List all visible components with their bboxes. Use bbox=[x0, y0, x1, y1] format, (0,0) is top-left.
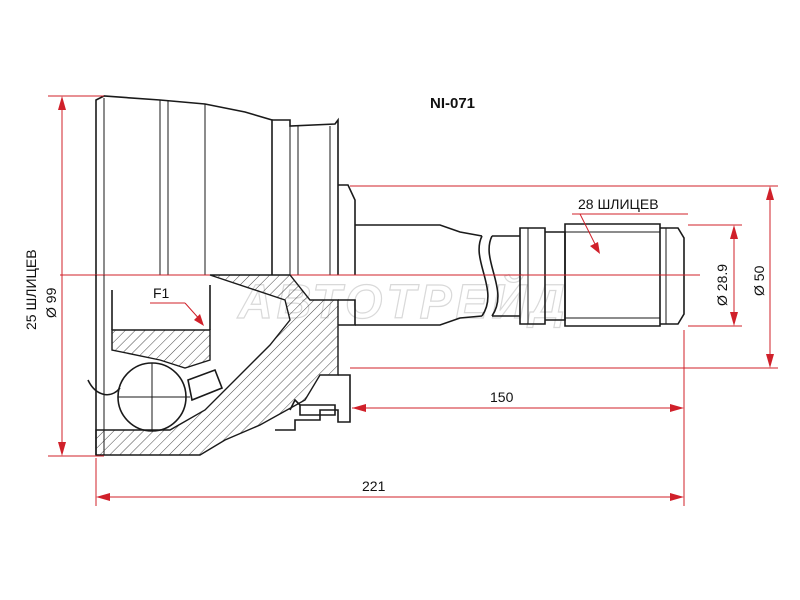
label-diameter-99: Ø 99 bbox=[43, 287, 59, 318]
label-f1: F1 bbox=[153, 285, 170, 301]
outer-body-view bbox=[95, 95, 356, 276]
label-splines-shaft: 28 ШЛИЦЕВ bbox=[578, 196, 659, 212]
label-splines-outer: 25 ШЛИЦЕВ bbox=[23, 249, 39, 330]
dimension-length-150 bbox=[352, 330, 685, 418]
dimension-diameter-99 bbox=[48, 95, 104, 457]
dimension-diameter-28-9 bbox=[688, 224, 742, 327]
label-diameter-28-9: Ø 28.9 bbox=[714, 264, 730, 306]
label-length-150: 150 bbox=[490, 389, 514, 405]
part-number: NI-071 bbox=[430, 95, 475, 112]
label-length-221: 221 bbox=[362, 478, 386, 494]
dimension-length-221 bbox=[95, 412, 685, 506]
section-view bbox=[87, 274, 356, 456]
label-diameter-50: Ø 50 bbox=[751, 265, 767, 296]
dimension-diameter-50 bbox=[350, 185, 778, 369]
leader-f1 bbox=[150, 302, 204, 326]
leader-splines-shaft bbox=[572, 213, 688, 254]
